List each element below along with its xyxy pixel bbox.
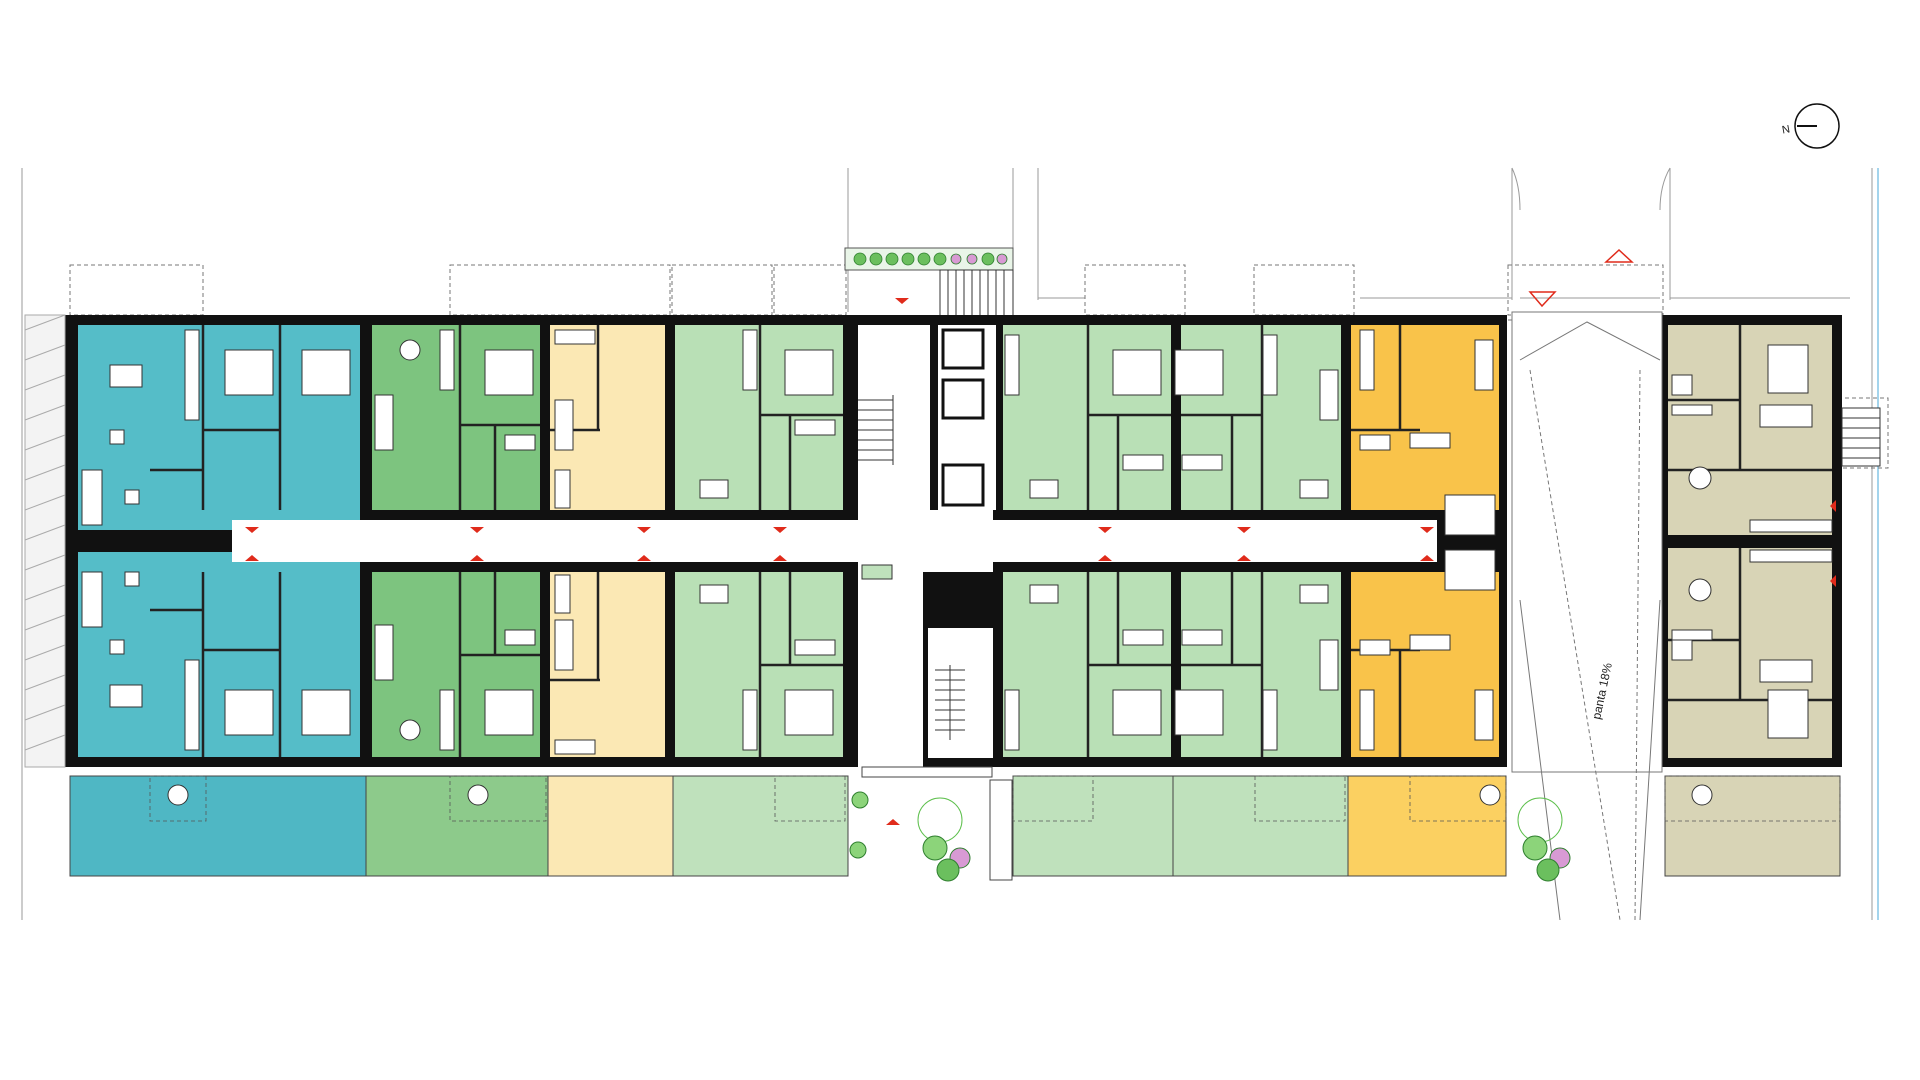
lifts [941, 328, 985, 507]
terrace-teal [69, 775, 367, 877]
planter-top [844, 247, 1014, 271]
core-stair-north [858, 325, 930, 510]
terrace-beige [1664, 775, 1841, 877]
unit-yellow-north [1351, 325, 1499, 510]
north-arrow: N [1781, 103, 1840, 149]
terrace-tables [167, 784, 1713, 806]
north-label: N [1781, 123, 1791, 136]
east-exterior-stair [1841, 407, 1881, 467]
furniture-bathrooms [504, 374, 1713, 661]
terrace-lightgreen-3 [1172, 775, 1349, 877]
storage-south [1444, 549, 1496, 591]
terrace-midgreen [365, 775, 549, 877]
entry-stair-top [939, 269, 1014, 319]
interior-partitions [150, 325, 1832, 757]
corridor-planter [861, 564, 893, 580]
furniture-tables [109, 339, 1712, 741]
core-stair-south [928, 628, 993, 758]
storage-north [1444, 494, 1496, 536]
terrace-lightgreen-2 [1012, 775, 1174, 877]
ramp [1511, 311, 1663, 921]
furniture-kitchens [184, 329, 1833, 755]
terrace-lightgreen-1 [672, 775, 849, 877]
west-hatched-strip [24, 314, 66, 768]
core-corridor-cross [858, 510, 993, 572]
entry-arrows [245, 298, 1836, 825]
terrace-yellow [1347, 775, 1507, 877]
stairs-south [935, 665, 965, 740]
unit-yellow-south [1351, 572, 1499, 757]
stairs-north [858, 395, 894, 465]
furniture-sofas [81, 339, 1494, 741]
outline-arrows [1528, 248, 1634, 308]
south-entrance [861, 766, 1013, 881]
core-hall-south [858, 572, 923, 767]
terraces [69, 775, 1841, 877]
site-context-lines [21, 167, 1879, 920]
furniture-beds [224, 344, 1813, 739]
south-trees [849, 791, 1571, 882]
central-corridor [232, 520, 1437, 562]
terrace-dashed-areas [149, 775, 1841, 822]
terrace-cream [547, 775, 674, 877]
